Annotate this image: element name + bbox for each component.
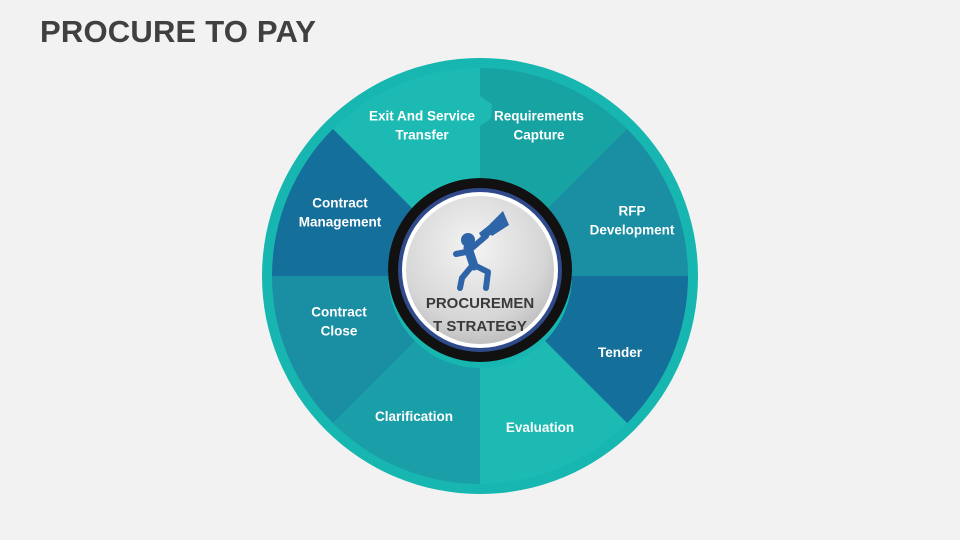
segments-group xyxy=(272,68,688,484)
segment-label-tender: Tender xyxy=(598,345,643,360)
segment-tender xyxy=(545,276,688,424)
page-title: PROCURE TO PAY xyxy=(40,14,317,49)
segment-rfp-development xyxy=(545,128,688,288)
segment-requirements-capture xyxy=(480,68,628,211)
segment-label-evaluation: Evaluation xyxy=(506,420,574,435)
segment-label-clarification: Clarification xyxy=(375,409,453,424)
segment-clarification xyxy=(332,341,480,484)
segment-contract-management xyxy=(272,128,415,276)
segment-exit-and-service-transfer xyxy=(332,68,492,211)
person-with-telescope-icon xyxy=(453,211,509,291)
segment-evaluation xyxy=(468,341,628,484)
segment-contract-close xyxy=(272,264,415,424)
